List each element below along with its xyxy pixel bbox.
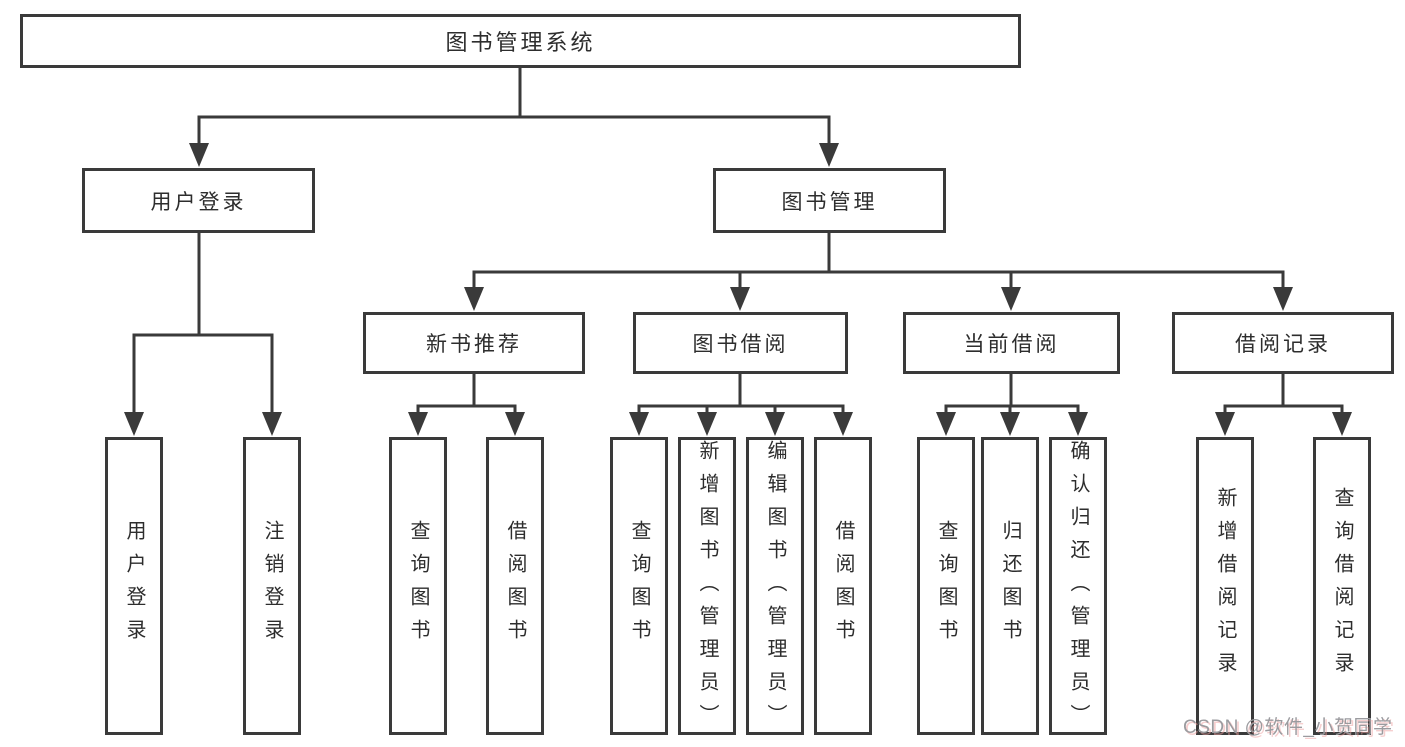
connector-borrowing-records-to-leaves <box>1223 372 1344 417</box>
node-label: 借阅记录 <box>1235 333 1331 356</box>
node-label: 新书推荐 <box>426 333 522 356</box>
node-book-management: 图书管理 <box>713 168 946 233</box>
csdn-watermark: CSDN @软件_小贺同学 <box>1183 717 1393 738</box>
connector-user-login-to-leaves <box>132 231 274 417</box>
leaf-query-books-current: 查询图书 <box>917 437 975 735</box>
leaf-label: 查询图书 <box>407 520 429 652</box>
leaf-return-books: 归还图书 <box>981 437 1039 735</box>
connector-book-borrowing-to-leaves <box>637 372 845 417</box>
leaf-borrow-books-recommend: 借阅图书 <box>486 437 544 735</box>
leaf-label: 借阅图书 <box>504 520 526 652</box>
arrowheads <box>124 143 1352 436</box>
connector-current-borrowing-to-leaves <box>944 372 1080 417</box>
node-current-borrowing: 当前借阅 <box>903 312 1120 374</box>
leaf-user-login: 用户登录 <box>105 437 163 735</box>
leaf-label: 查询图书 <box>628 520 650 652</box>
node-label: 当前借阅 <box>963 333 1060 356</box>
connector-root-to-level2 <box>197 66 831 148</box>
connector-book-management-to-level3 <box>472 231 1285 292</box>
leaf-borrow-books-borrowing: 借阅图书 <box>814 437 872 735</box>
node-borrowing-records: 借阅记录 <box>1172 312 1394 374</box>
leaf-label: 查询图书 <box>935 520 957 652</box>
node-label: 图书管理 <box>781 190 878 214</box>
leaf-label: 新增图书（管理员） <box>696 440 718 737</box>
leaf-label: 归还图书 <box>999 520 1021 652</box>
node-new-book-recommend: 新书推荐 <box>363 312 585 374</box>
leaf-label: 编辑图书（管理员） <box>764 440 786 737</box>
leaf-label: 查询借阅记录 <box>1331 487 1353 685</box>
leaf-label: 注销登录 <box>261 520 283 652</box>
node-library-management-system: 图书管理系统 <box>20 14 1021 68</box>
leaf-confirm-return-admin: 确认归还（管理员） <box>1049 437 1107 737</box>
node-label: 图书借阅 <box>692 333 789 356</box>
leaf-edit-books-admin: 编辑图书（管理员） <box>746 437 804 737</box>
node-label: 用户登录 <box>150 190 247 214</box>
leaf-logout: 注销登录 <box>243 437 301 735</box>
leaf-label: 用户登录 <box>123 520 145 652</box>
leaf-query-books-borrowing: 查询图书 <box>610 437 668 735</box>
leaf-label: 借阅图书 <box>832 520 854 652</box>
leaf-add-books-admin: 新增图书（管理员） <box>678 437 736 737</box>
connector-new-book-recommend-to-leaves <box>416 372 517 417</box>
node-user-login-branch: 用户登录 <box>82 168 315 233</box>
leaf-query-borrow-record: 查询借阅记录 <box>1313 437 1371 735</box>
node-book-borrowing: 图书借阅 <box>633 312 848 374</box>
leaf-query-books-recommend: 查询图书 <box>389 437 447 735</box>
leaf-label: 新增借阅记录 <box>1214 487 1236 685</box>
node-label: 图书管理系统 <box>445 30 596 55</box>
leaf-add-borrow-record: 新增借阅记录 <box>1196 437 1254 735</box>
leaf-label: 确认归还（管理员） <box>1067 440 1089 737</box>
